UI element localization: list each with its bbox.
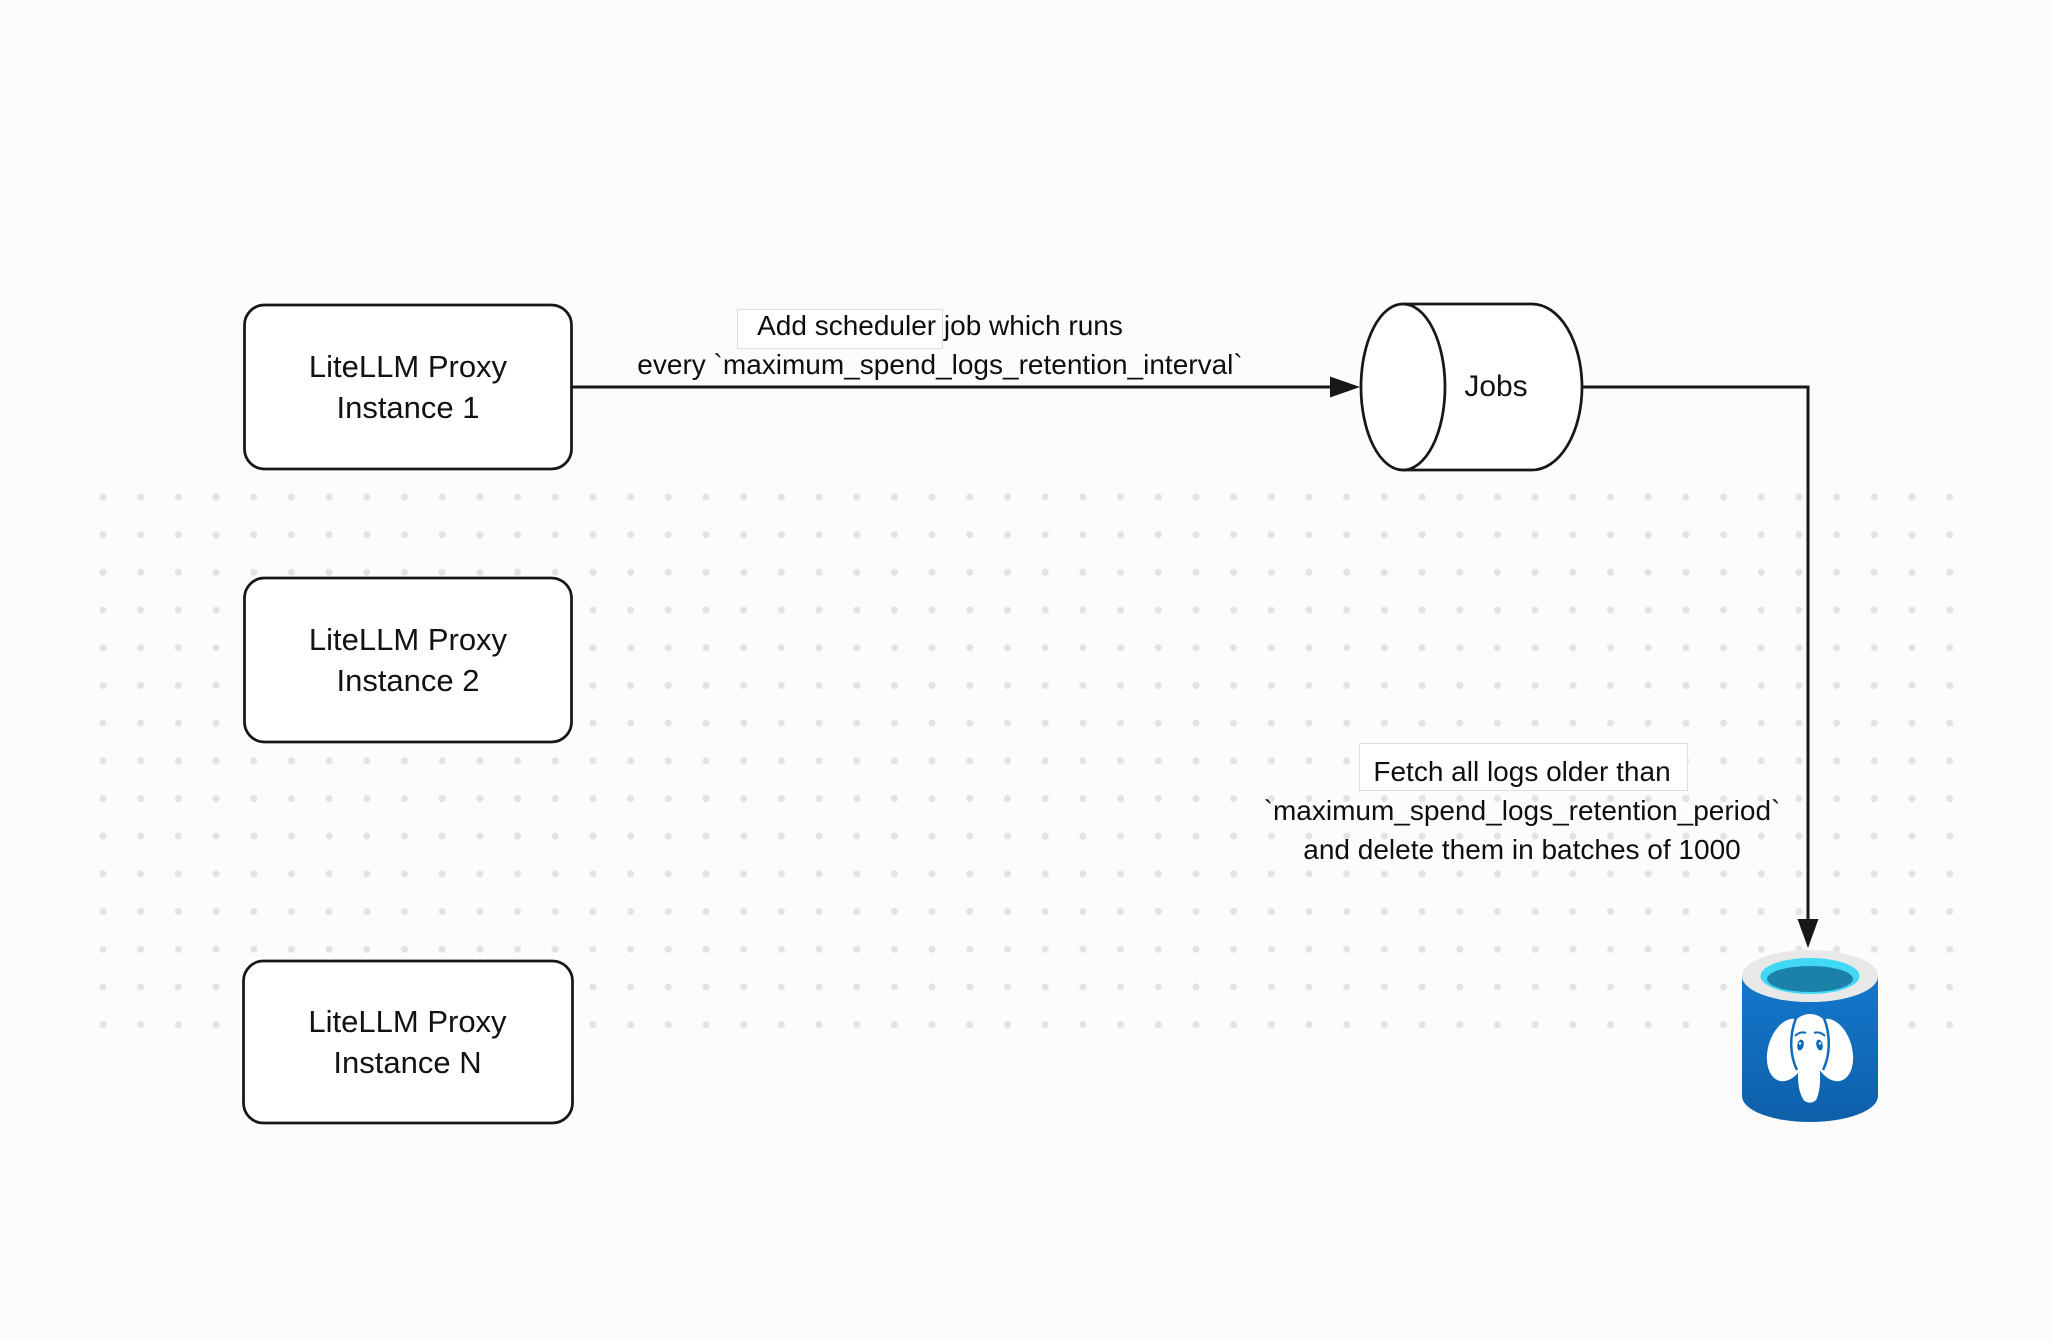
fetch-arrow (1582, 385, 1819, 948)
annotation-line: and delete them in batches of 1000 (1303, 834, 1741, 865)
proxy-instance-n-label: LiteLLM Proxy Instance N (243, 961, 572, 1123)
proxy-instance-2-node (243, 576, 573, 744)
label-line: LiteLLM Proxy (308, 1004, 507, 1039)
annotation-line: every `maximum_spend_logs_retention_inte… (637, 349, 1243, 380)
label-background-add-scheduler (737, 309, 943, 349)
fetch-arrow-annotation: Fetch all logs older than `maximum_spend… (1122, 752, 1922, 869)
jobs-queue-node (1359, 302, 1584, 472)
label-line: Instance N (333, 1045, 482, 1080)
label-background-fetch-logs (1359, 743, 1688, 791)
label-line: LiteLLM Proxy (308, 622, 508, 657)
label-line: Instance 1 (336, 390, 480, 425)
annotation-line: Fetch all logs older than (1373, 756, 1671, 787)
proxy-instance-1-label: LiteLLM Proxy Instance 1 (244, 305, 572, 469)
postgres-elephant-icon (1766, 1014, 1854, 1103)
postgresql-database-icon (1742, 950, 1878, 1122)
label-line: Instance 2 (336, 663, 480, 698)
proxy-instance-2-label: LiteLLM Proxy Instance 2 (244, 578, 572, 742)
arrowhead-icon (1330, 376, 1360, 398)
proxy-instance-n-node (242, 959, 574, 1125)
jobs-node-label: Jobs (1464, 370, 1528, 403)
label-line: LiteLLM Proxy (308, 349, 508, 384)
annotation-line: Add scheduler job which runs (757, 310, 1123, 341)
annotation-line: `maximum_spend_logs_retention_period` (1263, 795, 1781, 826)
scheduler-arrow-annotation: Add scheduler job which runs every `maxi… (440, 306, 1440, 384)
proxy-instance-1-node (243, 303, 573, 471)
arrowhead-icon (1797, 919, 1819, 948)
scheduler-arrow (572, 376, 1360, 398)
